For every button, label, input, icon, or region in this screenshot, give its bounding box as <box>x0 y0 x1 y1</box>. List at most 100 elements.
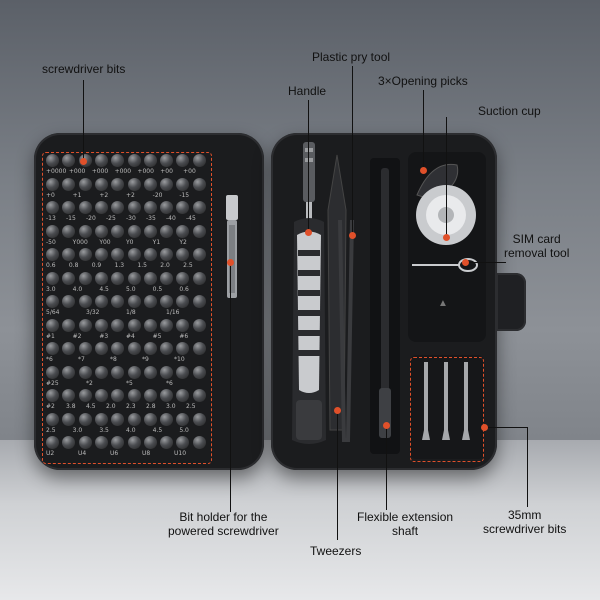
bit-size-label: +000 <box>137 168 154 175</box>
screwdriver-bit <box>192 248 206 261</box>
bit-size-label: Y0 <box>126 238 134 246</box>
bit-size-label: +1 <box>72 191 82 199</box>
screwdriver-bit <box>127 295 141 308</box>
bit-size-label: -50 <box>46 238 56 246</box>
bit-size-label: -20 <box>152 191 163 199</box>
highlight-35mm-bits <box>410 357 484 462</box>
label-bit-holder-line2: powered screwdriver <box>168 524 279 538</box>
screwdriver-bit <box>46 224 59 238</box>
screwdriver-bit <box>78 177 92 191</box>
bit-size-label: *10 <box>174 356 185 363</box>
case-latch <box>496 273 526 331</box>
flexible-extension-shaft <box>370 158 400 454</box>
screwdriver-handle <box>292 142 326 444</box>
screwdriver-bit <box>46 412 59 426</box>
screwdriver-bit <box>192 154 206 167</box>
screwdriver-bit <box>176 154 190 167</box>
screwdriver-bit <box>46 201 59 214</box>
bit-size-label: 5.0 <box>126 285 136 293</box>
leader-flexshaft <box>386 425 387 510</box>
screwdriver-bit <box>62 342 76 355</box>
screwdriver-bit <box>143 389 157 402</box>
screwdriver-bit <box>78 248 92 261</box>
screwdriver-bit <box>127 201 141 214</box>
bit-size-label: U10 <box>174 450 187 457</box>
bit-size-label: +00 <box>183 168 196 175</box>
screwdriver-bit <box>62 412 76 426</box>
label-handle: Handle <box>288 84 327 98</box>
label-flex-shaft-line2: shaft <box>392 524 419 538</box>
marker-sim <box>462 259 469 266</box>
bit-size-label: *7 <box>78 356 85 363</box>
screwdriver-bit <box>46 295 59 308</box>
screwdriver-bit <box>94 154 108 167</box>
bit-size-label: 2.3 <box>126 403 136 410</box>
bit-size-label: #6 <box>179 332 189 340</box>
bit-size-label: #2 <box>72 332 82 340</box>
screwdriver-bit <box>62 365 76 379</box>
screwdriver-bit <box>111 224 125 238</box>
screwdriver-bit <box>94 177 108 191</box>
label-screwdriver-bits: screwdriver bits <box>42 62 126 76</box>
screwdriver-bit <box>46 177 59 191</box>
tweezers <box>338 219 354 442</box>
screwdriver-bit <box>127 342 141 355</box>
screwdriver-bit <box>143 318 157 332</box>
screwdriver-bit <box>62 248 76 261</box>
screwdriver-bit <box>94 389 108 402</box>
screwdriver-bit <box>192 295 206 308</box>
screwdriver-bit <box>111 248 125 261</box>
leader-bitholder <box>230 262 231 512</box>
leader-picks <box>423 90 424 170</box>
screwdriver-bit <box>160 271 174 285</box>
screwdriver-bit <box>143 365 157 379</box>
screwdriver-bit <box>62 295 76 308</box>
screwdriver-bit <box>176 271 190 285</box>
bit-size-label: +00 <box>160 168 173 175</box>
bit-size-label: 4.5 <box>99 285 109 293</box>
screwdriver-bit <box>46 318 59 332</box>
screwdriver-bit <box>143 271 157 285</box>
bit-size-label: #3 <box>99 332 109 340</box>
screwdriver-bit <box>160 365 174 379</box>
marker-bitholder <box>227 259 234 266</box>
bit-size-label: -15 <box>179 191 190 199</box>
screwdriver-bit <box>176 295 190 308</box>
marker-flexshaft <box>383 422 390 429</box>
bit-size-label: -45 <box>186 215 196 222</box>
bit-size-label: 5.0 <box>179 426 189 434</box>
screwdriver-bit <box>111 271 125 285</box>
label-35mm-bits-line2: screwdriver bits <box>483 522 567 536</box>
screwdriver-bit <box>78 224 92 238</box>
screwdriver-bit <box>143 154 157 167</box>
label-suction-cup: Suction cup <box>478 104 541 118</box>
label-bit-holder: Bit holder for the powered screwdriver <box>168 510 279 538</box>
screwdriver-bit <box>46 389 59 402</box>
arrow-up-icon: ▲ <box>438 298 448 309</box>
bit-size-label: 3.8 <box>66 403 76 410</box>
screwdriver-bit <box>46 365 59 379</box>
bit-size-label: +000 <box>114 168 132 175</box>
screwdriver-bit <box>176 365 190 379</box>
bit-holder <box>226 195 238 298</box>
screwdriver-bit <box>62 201 76 214</box>
screwdriver-bit <box>78 412 92 426</box>
screwdriver-bit <box>160 412 174 426</box>
leader-35mm-h <box>484 427 527 428</box>
screwdriver-bit <box>143 295 157 308</box>
screwdriver-bit <box>192 271 206 285</box>
screwdriver-bit <box>192 177 206 191</box>
marker-pry-tool <box>349 232 356 239</box>
screwdriver-bit <box>46 342 59 355</box>
screwdriver-bit <box>192 318 206 332</box>
bit-size-label: 0.5 <box>152 285 163 293</box>
bit-size-label: 2.5 <box>186 403 196 410</box>
bit-size-label: -30 <box>126 215 136 222</box>
screwdriver-bit <box>143 248 157 261</box>
sim-card-removal-tool <box>412 258 478 272</box>
screwdriver-bit <box>111 436 125 449</box>
screwdriver-bit <box>143 201 157 214</box>
screwdriver-bit <box>111 342 125 355</box>
bit-size-label: #2 <box>46 403 55 410</box>
screwdriver-bit <box>78 318 92 332</box>
